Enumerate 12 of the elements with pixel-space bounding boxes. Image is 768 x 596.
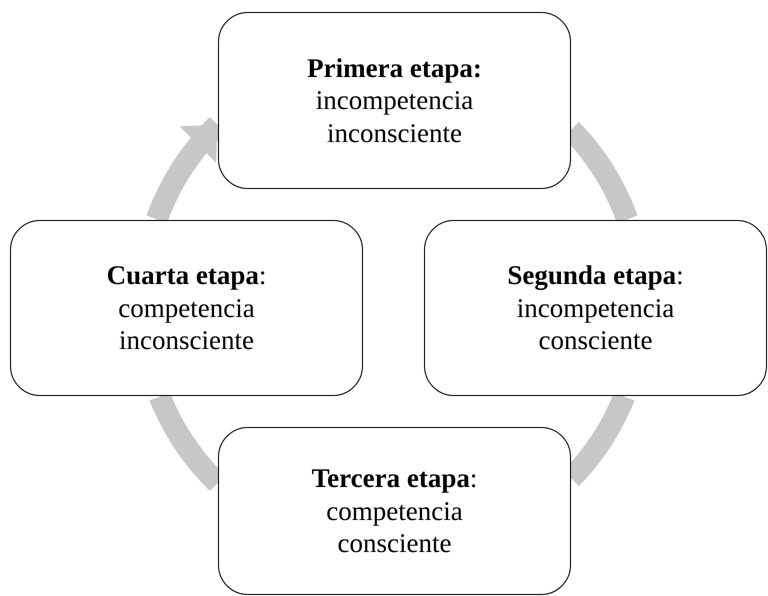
stage-box [218, 427, 571, 595]
stage-title: Primera etapa: [307, 52, 482, 84]
stage-description: competencia consciente [325, 494, 464, 560]
stage-title: Tercera etapa: [312, 462, 478, 495]
stage-box [424, 220, 767, 396]
stage-description: incompetencia inconsciente [314, 84, 474, 150]
stage-box [218, 12, 571, 189]
stage-box [10, 220, 363, 396]
stage-description: incompetencia consciente [516, 292, 676, 357]
stage-title: Segunda etapa: [507, 259, 684, 292]
stage-description: competencia inconsciente [117, 292, 256, 357]
stage-title: Cuarta etapa: [106, 259, 266, 292]
